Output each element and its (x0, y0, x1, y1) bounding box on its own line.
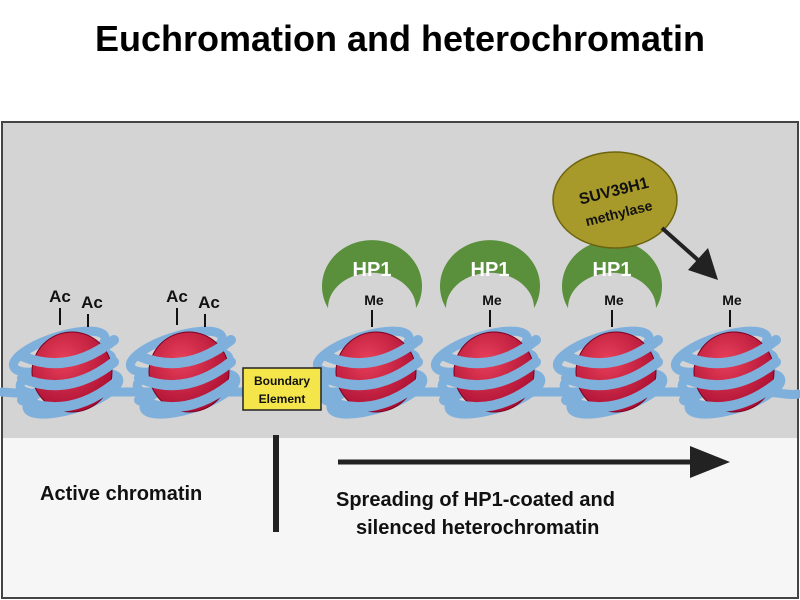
spreading-caption-line2: silenced heterochromatin (356, 517, 599, 539)
boundary-line2: Element (259, 392, 306, 406)
hp1-label: HP1 (353, 259, 392, 281)
hp1-label: HP1 (471, 259, 510, 281)
slide-title: Euchromation and heterochromatin (0, 18, 800, 60)
spreading-caption-line1: Spreading of HP1-coated and (336, 489, 615, 511)
active-chromatin-caption: Active chromatin (40, 483, 202, 505)
boundary-line1: Boundary (254, 374, 310, 388)
acetyl-mark-label: Ac (198, 293, 220, 312)
acetyl-mark-label: Ac (81, 293, 103, 312)
methyl-mark-label: Me (604, 292, 624, 308)
methyl-mark-label: Me (364, 292, 384, 308)
acetyl-mark-label: Ac (166, 287, 188, 306)
acetyl-mark-label: Ac (49, 287, 71, 306)
methyl-mark-label: Me (482, 292, 502, 308)
hp1-label: HP1 (593, 259, 632, 281)
methyl-mark-label: Me (722, 292, 742, 308)
